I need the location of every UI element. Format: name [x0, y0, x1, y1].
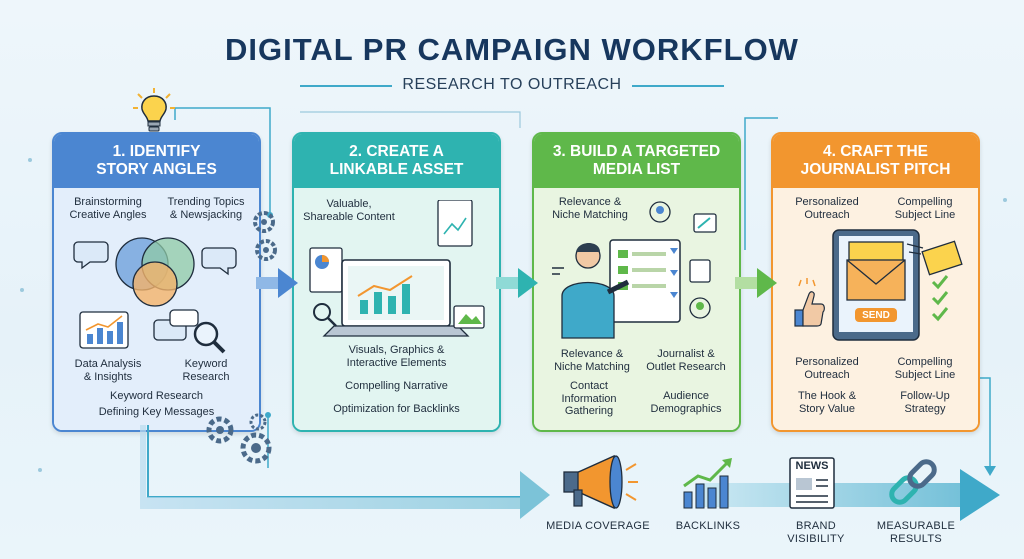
- step-label: Audience Demographics: [650, 390, 722, 415]
- gears-icon: [253, 211, 277, 261]
- flow-arrow-2-to-3: [496, 268, 538, 298]
- venn-diagram-icon: [73, 237, 237, 307]
- person-list-filter-icon: [552, 201, 717, 339]
- step-body: Relevance & Niche Matching: [534, 188, 739, 430]
- laptop-chart-icon: [309, 200, 485, 337]
- step-label: Personalized Outreach: [795, 196, 859, 221]
- step-label: Contact Information Gathering: [561, 380, 617, 417]
- step-label: Visuals, Graphics & Interactive Elements: [346, 344, 447, 369]
- page-title: DIGITAL PR CAMPAIGN WORKFLOW: [225, 32, 799, 67]
- lightbulb-icon: [133, 88, 175, 132]
- step-label: Relevance & Niche Matching: [554, 348, 630, 373]
- outcome-label-brand-visibility: BRAND VISIBILITY: [787, 520, 845, 545]
- step-label: Relevance & Niche Matching: [552, 196, 628, 221]
- step-label: Valuable, Shareable Content: [303, 198, 395, 223]
- send-button-label: SEND: [862, 310, 890, 321]
- step-label: Compelling Narrative: [345, 380, 448, 392]
- step-label: Compelling Subject Line: [894, 196, 956, 221]
- step-title: 1. IDENTIFY STORY ANGLES: [54, 134, 259, 188]
- chain-link-icon: [889, 459, 937, 505]
- gears-icon: [206, 413, 272, 464]
- results-flow-arrow: [140, 425, 1000, 521]
- step-label: Follow-Up Strategy: [900, 390, 950, 415]
- page-subtitle: RESEARCH TO OUTREACH: [402, 76, 622, 93]
- step-label: Journalist & Outlet Research: [646, 348, 726, 373]
- step-label: Keyword Research: [182, 358, 230, 383]
- step-card-create-linkable-asset: 2. CREATE A LINKABLE ASSET Valuable, Sha…: [292, 132, 501, 432]
- step-title: 4. CRAFT THE JOURNALIST PITCH: [773, 134, 978, 188]
- step-title: 2. CREATE A LINKABLE ASSET: [294, 134, 499, 188]
- step-body: Personalized Outreach Compelling Subject…: [773, 188, 978, 430]
- step-label: Keyword Research: [110, 390, 203, 402]
- envelope-tablet-icon: [794, 229, 963, 341]
- subtitle-line-left: [300, 85, 392, 87]
- step-label: Data Analysis & Insights: [74, 358, 142, 383]
- bar-chart-icon: [79, 311, 129, 349]
- megaphone-icon: [563, 454, 638, 510]
- outcome-label-media-coverage: MEDIA COVERAGE: [546, 520, 650, 532]
- growth-chart-icon: [683, 458, 732, 509]
- step-card-build-media-list: 3. BUILD A TARGETED MEDIA LIST Relevance…: [532, 132, 741, 432]
- step-label: Brainstorming Creative Angles: [69, 196, 147, 221]
- subtitle-line-right: [632, 85, 724, 87]
- step-label: Personalized Outreach: [795, 356, 859, 381]
- step-label: Compelling Subject Line: [894, 356, 956, 381]
- step-label: Trending Topics & Newsjacking: [167, 196, 245, 221]
- step-card-craft-journalist-pitch: 4. CRAFT THE JOURNALIST PITCH Personaliz…: [771, 132, 980, 432]
- outcome-label-backlinks: BACKLINKS: [675, 520, 741, 532]
- magnifier-chat-icon: [153, 309, 226, 354]
- step-label: Defining Key Messages: [98, 406, 215, 418]
- step-label: The Hook & Story Value: [797, 390, 857, 415]
- news-label: NEWS: [795, 460, 829, 472]
- step-card-identify-story-angles: 1. IDENTIFY STORY ANGLES Brainstorming C…: [52, 132, 261, 432]
- flow-arrow-3-to-4: [735, 268, 777, 298]
- step-title: 3. BUILD A TARGETED MEDIA LIST: [534, 134, 739, 188]
- flow-arrow-1-to-2: [256, 268, 298, 298]
- step-body: Valuable, Shareable Content Visuals, Gra…: [294, 188, 499, 430]
- outcome-label-measurable-results: MEASURABLE RESULTS: [876, 520, 956, 545]
- newspaper-icon: [789, 457, 835, 509]
- step-label: Optimization for Backlinks: [333, 403, 460, 415]
- step-body: Brainstorming Creative Angles Trending T…: [54, 188, 259, 430]
